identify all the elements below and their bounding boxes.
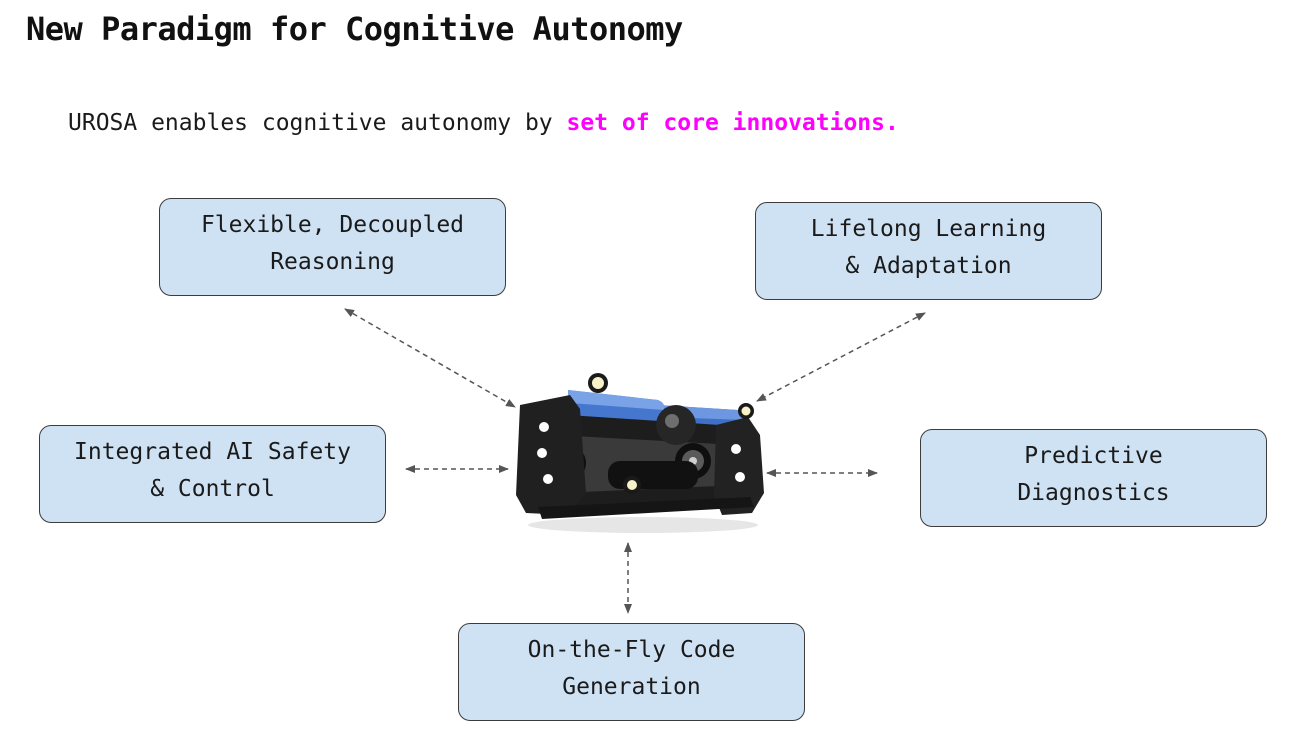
intro-text: UROSA enables cognitive autonomy by set … bbox=[68, 110, 899, 136]
intro-highlight: set of core innovations. bbox=[566, 110, 899, 136]
node-ai-safety: Integrated AI Safety & Control bbox=[39, 425, 386, 523]
page-title: New Paradigm for Cognitive Autonomy bbox=[26, 10, 683, 48]
node-predictive-diagnostics-line1: Predictive bbox=[1024, 443, 1163, 469]
node-code-generation-line1: On-the-Fly Code bbox=[527, 637, 736, 663]
node-flexible-reasoning-line2: Reasoning bbox=[270, 249, 395, 275]
arrow-lifelong-learning bbox=[756, 312, 926, 402]
node-predictive-diagnostics: Predictive Diagnostics bbox=[920, 429, 1267, 527]
node-ai-safety-line2: & Control bbox=[150, 476, 275, 502]
node-lifelong-learning-line1: Lifelong Learning bbox=[810, 216, 1047, 242]
node-flexible-reasoning-line1: Flexible, Decoupled bbox=[200, 212, 465, 238]
node-lifelong-learning-line2: & Adaptation bbox=[845, 253, 1012, 279]
node-code-generation: On-the-Fly Code Generation bbox=[458, 623, 805, 721]
node-lifelong-learning: Lifelong Learning & Adaptation bbox=[755, 202, 1102, 300]
node-flexible-reasoning: Flexible, Decoupled Reasoning bbox=[159, 198, 506, 296]
intro-lead: UROSA enables cognitive autonomy by bbox=[68, 110, 567, 136]
node-predictive-diagnostics-line2: Diagnostics bbox=[1017, 480, 1170, 506]
underwater-rov-robot-icon bbox=[516, 373, 764, 533]
arrow-flexible-reasoning bbox=[344, 308, 516, 408]
node-ai-safety-line1: Integrated AI Safety bbox=[74, 439, 351, 465]
node-code-generation-line2: Generation bbox=[562, 674, 701, 700]
